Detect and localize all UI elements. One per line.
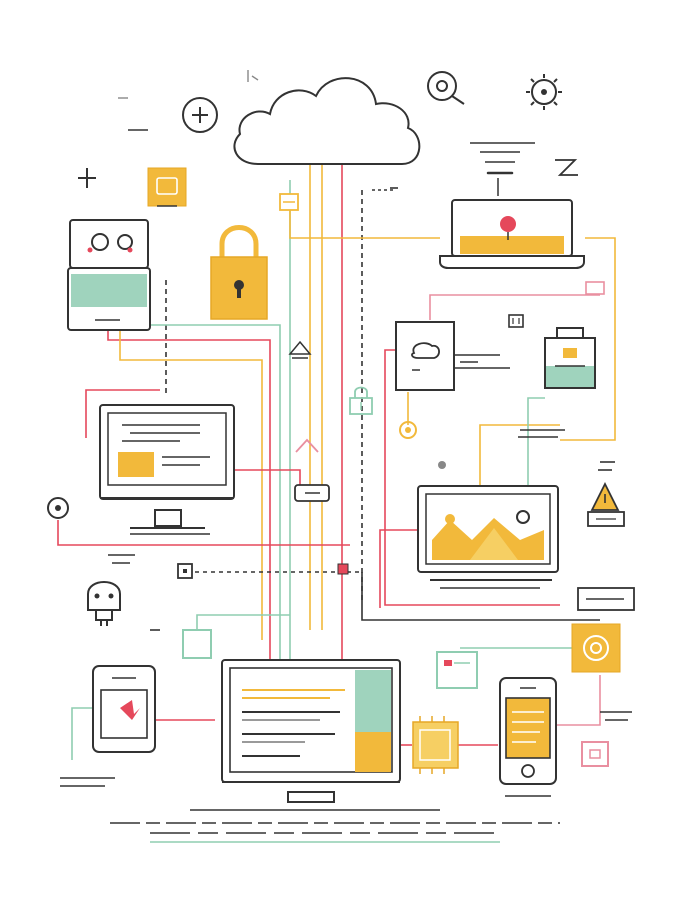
webcam-icon [427, 71, 465, 105]
chain-icon [508, 281, 605, 328]
line-robot-yellow [119, 330, 263, 640]
arrow-icon [555, 159, 578, 176]
line-hub-top [429, 294, 600, 320]
label-panel-icon [577, 587, 635, 611]
decorative-dashes [60, 129, 632, 787]
smartphone-icon [499, 677, 557, 797]
line-photo-1 [479, 424, 560, 485]
cross-icon [78, 168, 96, 188]
square-node-icon [177, 563, 349, 659]
sparkle-marks [118, 70, 259, 99]
pin-icon [399, 421, 446, 469]
plug-icon [87, 581, 121, 626]
line-left-dot [57, 520, 350, 546]
line-laptop-right [560, 237, 616, 441]
line-robot-pink [107, 330, 271, 660]
node-dot-icon [47, 497, 69, 519]
laptop-icon [439, 171, 585, 269]
line-photo-left [379, 529, 418, 608]
line-photo-2 [527, 397, 545, 485]
mini-lock-icon [349, 386, 373, 415]
plus-circle-icon [182, 97, 218, 133]
line-left-monitor [85, 389, 160, 438]
target-tile-icon [571, 623, 621, 673]
base-lines [110, 809, 560, 843]
chip-icon [412, 716, 459, 774]
padlock-icon [210, 225, 268, 320]
desktop-monitor-icon [99, 404, 235, 535]
line-phone [557, 675, 601, 726]
line-mid-right [361, 572, 600, 621]
main-monitor-icon [221, 659, 401, 803]
hub-box-icon [395, 321, 455, 391]
cloud-icon [233, 77, 421, 165]
app-tile-icon [147, 167, 187, 207]
line-mint-left [150, 324, 281, 660]
gear-icon [526, 74, 562, 110]
switch-icon [294, 484, 330, 502]
line-hub-left [384, 349, 560, 606]
battery-icon [279, 193, 299, 211]
line-to-laptop [289, 195, 440, 239]
warning-sign-icon [587, 481, 625, 527]
tablet-icon [92, 665, 156, 753]
briefcase-icon [544, 327, 596, 389]
triangle-marker-icon [288, 340, 312, 359]
mini-panel-icon [436, 651, 478, 689]
photo-monitor-icon [417, 485, 559, 589]
small-box-icon [581, 741, 609, 767]
chevron-icon [295, 438, 319, 453]
line-tablet-mint [71, 707, 93, 760]
robot-device-icon [67, 219, 151, 331]
